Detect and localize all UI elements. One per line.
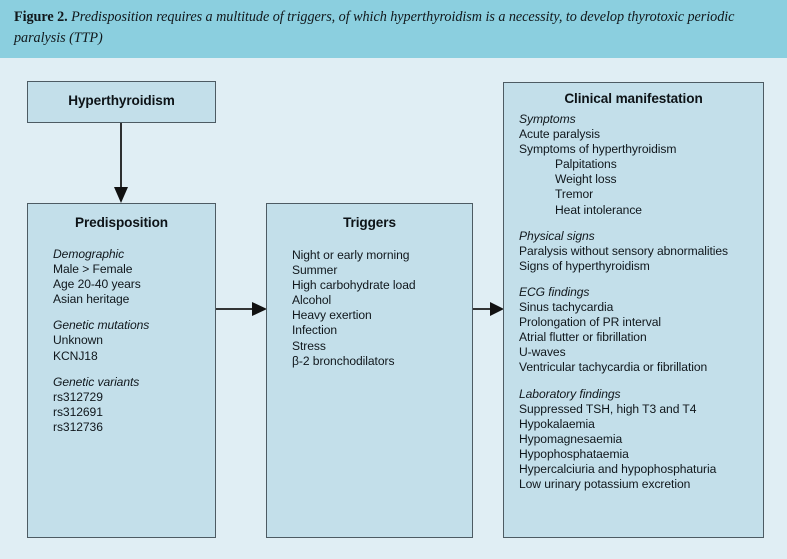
list-item: rs312691: [53, 404, 103, 419]
list-item: Low urinary potassium excretion: [519, 477, 691, 492]
list-item: Male > Female: [53, 262, 133, 277]
list-section-heading: Genetic variants: [53, 374, 140, 389]
list-item: Hypomagnesaemia: [519, 431, 623, 446]
list-item: Weight loss: [555, 172, 617, 187]
list-item: Night or early morning: [292, 248, 410, 262]
list-item: Alcohol: [292, 293, 332, 308]
list-section-heading: Genetic mutations: [53, 318, 150, 333]
list-item: U-waves: [519, 345, 566, 360]
list-item: Sinus tachycardia: [519, 300, 614, 315]
list-spacer: [53, 307, 149, 318]
list-item: Stress: [292, 338, 326, 353]
list-section-heading: Physical signs: [519, 228, 595, 243]
box-hyperthyroidism-title: Hyperthyroidism: [68, 93, 175, 108]
list-item: Atrial flutter or fibrillation: [519, 330, 647, 345]
list-item: Infection: [292, 323, 338, 338]
list-item: Age 20-40 years: [53, 277, 141, 292]
list-item: Heavy exertion: [292, 308, 372, 323]
figure-caption: Figure 2. Predisposition requires a mult…: [14, 7, 773, 49]
list-spacer: [519, 218, 728, 229]
list-item: Prolongation of PR interval: [519, 315, 661, 330]
list-item: Hypokalaemia: [519, 416, 595, 431]
box-hyperthyroidism: Hyperthyroidism: [27, 81, 216, 123]
list-spacer: [53, 364, 149, 375]
list-item: Hypophosphataemia: [519, 446, 629, 461]
list-item: Paralysis without sensory abnormalities: [519, 243, 728, 258]
figure-caption-band: Figure 2. Predisposition requires a mult…: [0, 0, 787, 58]
list-item: Tremor: [555, 187, 594, 202]
list-item: Acute paralysis: [519, 127, 600, 142]
list-spacer: [519, 376, 728, 387]
arrow-hyperthyroidism-to-predisposition-icon: [112, 123, 130, 204]
box-triggers-title: Triggers: [343, 215, 396, 230]
list-item: β-2 bronchodilators: [292, 353, 395, 368]
list-section-heading: Laboratory findings: [519, 386, 621, 401]
list-item: Ventricular tachycardia or fibrillation: [519, 360, 708, 375]
list-item: Signs of hyperthyroidism: [519, 258, 650, 273]
figure-caption-body: Predisposition requires a multitude of t…: [14, 9, 735, 46]
list-spacer: [519, 274, 728, 285]
list-item: Hypercalciuria and hypophosphaturia: [519, 461, 717, 476]
list-item: Symptoms of hyperthyroidism: [519, 142, 677, 157]
box-predisposition-title: Predisposition: [74, 215, 168, 230]
list-item: rs312736: [53, 419, 103, 434]
list-item: Asian heritage: [53, 292, 130, 307]
list-item: KCNJ18: [53, 348, 98, 363]
list-section-heading: Demographic: [53, 247, 125, 261]
arrow-triggers-to-clinical-icon: [473, 300, 505, 318]
list-item: Heat intolerance: [555, 202, 642, 217]
list-item: High carbohydrate load: [292, 278, 416, 293]
list-item: rs312729: [53, 389, 103, 404]
list-item: Palpitations: [555, 157, 617, 172]
figure-caption-label: Figure 2.: [14, 9, 68, 25]
list-section-heading: Symptoms: [519, 112, 576, 126]
list-item: Unknown: [53, 333, 103, 348]
list-section-heading: ECG findings: [519, 284, 590, 299]
list-item: Suppressed TSH, high T3 and T4: [519, 401, 697, 416]
arrow-predisposition-to-triggers-icon: [216, 300, 268, 318]
list-item: Summer: [292, 263, 338, 278]
box-clinical-manifestation-title: Clinical manifestation: [564, 91, 703, 106]
